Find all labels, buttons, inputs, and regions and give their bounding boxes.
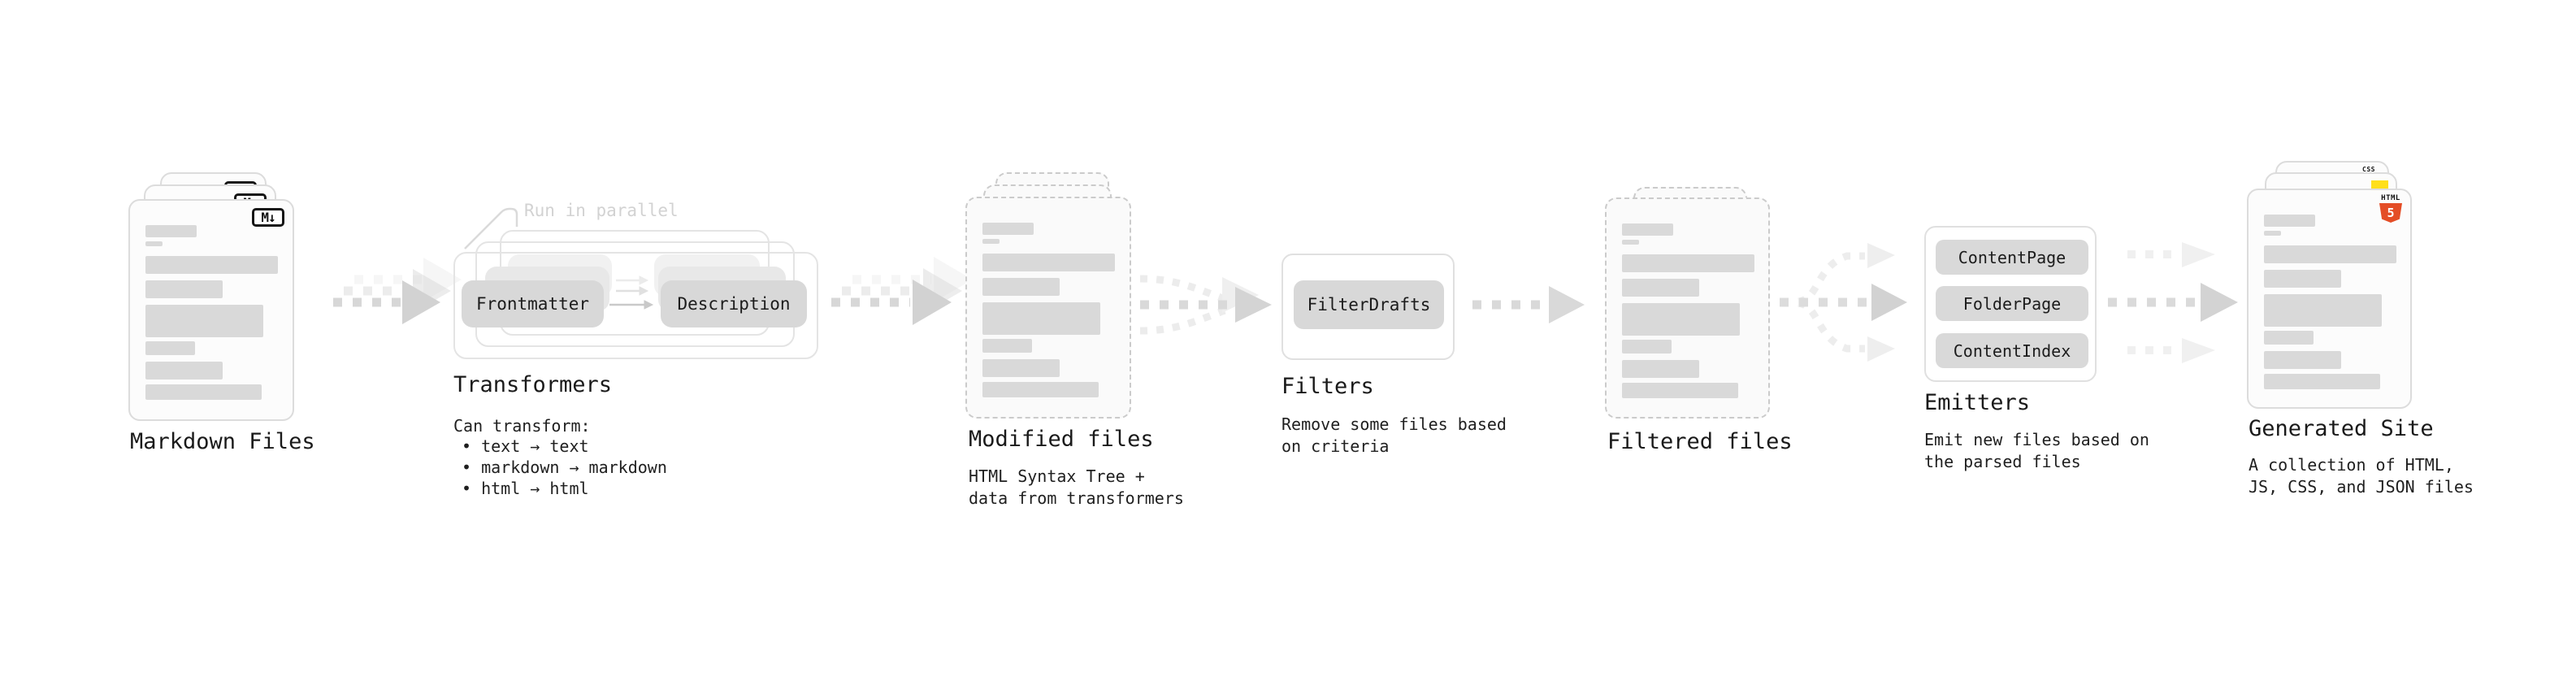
flow-arrow-filters-to-filtered [1472, 286, 1585, 323]
text-line-placeholder [145, 241, 163, 246]
text-line-placeholder [2264, 245, 2396, 263]
modified-files-subtitle: HTML Syntax Tree + data from transformer… [969, 466, 1184, 508]
text-line-placeholder [1622, 340, 1672, 354]
folder-page-label: FolderPage [1962, 293, 2062, 314]
text-line-placeholder [145, 341, 195, 355]
transformers-bullet-markdown-to-markdown: • markdown → markdown [462, 458, 667, 477]
text-line-placeholder [982, 223, 1034, 235]
description-label: Description [677, 294, 791, 314]
text-line-placeholder [145, 384, 262, 400]
text-line-placeholder [1622, 360, 1699, 378]
content-index-label: ContentIndex [1953, 340, 2071, 361]
text-line-placeholder [145, 305, 263, 337]
text-line-placeholder [1622, 279, 1699, 297]
content-index-box: ContentIndex [1936, 333, 2088, 368]
generated-site-subtitle: A collection of HTML, JS, CSS, and JSON … [2249, 455, 2474, 497]
stage-title-modified-files: Modified files [969, 427, 1154, 452]
transformers-description-heading: Can transform: [453, 416, 591, 436]
text-line-placeholder [145, 362, 223, 380]
stage-title-filtered-files: Filtered files [1607, 429, 1793, 454]
flow-arrow-filtered-to-emitters [1780, 243, 1907, 362]
stage-title-generated-site: Generated Site [2249, 416, 2434, 441]
note-callout-line [464, 207, 518, 249]
flow-arrow-modified-to-filters [1139, 275, 1272, 335]
transformers-bullet-html-to-html: • html → html [462, 479, 589, 498]
transform-arrows-icon [609, 275, 654, 310]
stage-title-transformers: Transformers [453, 372, 613, 397]
flow-arrow-markdown-to-transformers [333, 258, 462, 324]
content-page-label: ContentPage [1958, 247, 2066, 267]
run-in-parallel-note: Run in parallel [524, 201, 679, 220]
transformers-bullet-text-to-text: • text → text [462, 436, 589, 456]
js-icon [2371, 180, 2388, 191]
stage-title-markdown-files: Markdown Files [130, 429, 315, 454]
text-line-placeholder [1622, 240, 1639, 245]
filtered-file-card [1605, 197, 1770, 419]
content-page-box: ContentPage [1936, 240, 2088, 275]
markdown-icon: M↓ [252, 208, 284, 227]
filter-drafts-label: FilterDrafts [1307, 295, 1431, 314]
text-line-placeholder [982, 302, 1100, 335]
flow-arrow-transformers-to-modified [831, 257, 973, 325]
text-line-placeholder [1622, 223, 1673, 236]
text-line-placeholder [982, 382, 1099, 397]
text-line-placeholder [2264, 351, 2341, 369]
text-line-placeholder [1622, 254, 1754, 272]
transformer-container [453, 252, 818, 359]
description-box: Description [661, 280, 807, 327]
text-line-placeholder [2264, 270, 2341, 288]
text-line-placeholder [145, 225, 197, 237]
text-line-placeholder [2264, 331, 2314, 345]
generated-file-card-html: HTML 5 [2247, 189, 2412, 409]
text-line-placeholder [2264, 294, 2382, 327]
text-line-placeholder [145, 280, 223, 298]
text-line-placeholder [982, 359, 1060, 377]
filter-drafts-box: FilterDrafts [1294, 280, 1444, 329]
text-line-placeholder [1622, 303, 1740, 336]
frontmatter-box: Frontmatter [462, 280, 604, 327]
text-line-placeholder [145, 256, 278, 274]
html5-icon: HTML 5 [2379, 195, 2402, 223]
stage-title-filters: Filters [1281, 374, 1374, 399]
flow-arrow-emitters-to-generated [2108, 242, 2238, 363]
text-line-placeholder [982, 239, 1000, 244]
emitters-subtitle: Emit new files based on the parsed files [1924, 430, 2149, 471]
modified-file-card [965, 197, 1131, 419]
text-line-placeholder [2264, 215, 2315, 227]
text-line-placeholder [982, 254, 1115, 271]
folder-page-box: FolderPage [1936, 286, 2088, 321]
emitters-container: ContentPage FolderPage ContentIndex [1924, 226, 2097, 382]
text-line-placeholder [982, 278, 1060, 296]
text-line-placeholder [2264, 231, 2281, 236]
text-line-placeholder [2264, 374, 2380, 389]
text-line-placeholder [982, 339, 1032, 353]
filters-subtitle: Remove some files based on criteria [1281, 414, 1507, 456]
markdown-file-card: M↓ [128, 199, 294, 421]
stage-title-emitters: Emitters [1924, 390, 2031, 415]
text-line-placeholder [1622, 383, 1738, 398]
frontmatter-label: Frontmatter [475, 294, 590, 314]
